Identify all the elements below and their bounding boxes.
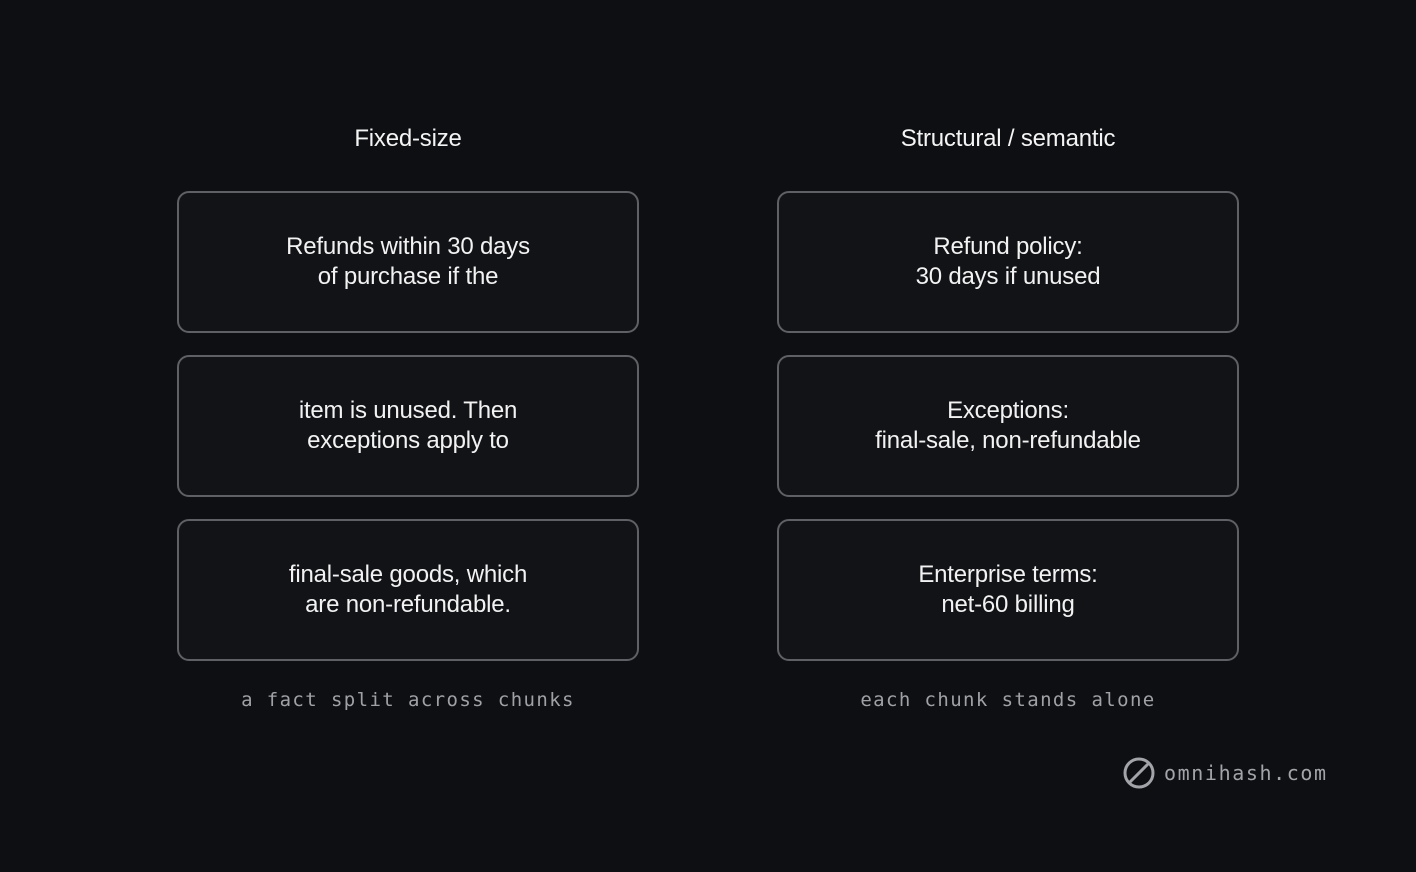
chunk-text: exceptions apply to [307,427,509,454]
chunk-box: item is unused. Then exceptions apply to [177,355,639,497]
chunk-box: Exceptions: final-sale, non-refundable [777,355,1239,497]
chunk-text: net-60 billing [941,591,1075,618]
chunk-text: Refund policy: [933,233,1083,260]
chunk-box: Refund policy: 30 days if unused [777,191,1239,333]
brand-mark: omnihash.com [1122,756,1328,790]
chunk-box: Refunds within 30 days of purchase if th… [177,191,639,333]
brand-text: omnihash.com [1164,761,1328,785]
chunk-text: Enterprise terms: [918,561,1098,588]
chunk-text: Exceptions: [947,397,1069,424]
chunk-text: Refunds within 30 days [286,233,530,260]
column-title: Fixed-size [354,125,462,152]
chunk-text: are non-refundable. [305,591,511,618]
chunk-text: of purchase if the [317,263,499,290]
chunk-box: final-sale goods, which are non-refundab… [177,519,639,661]
chunk-box: Enterprise terms: net-60 billing [777,519,1239,661]
column-caption: a fact split across chunks [241,689,575,711]
chunk-text: 30 days if unused [915,263,1101,290]
column-title: Structural / semantic [900,125,1116,152]
column-caption: each chunk stands alone [860,689,1156,711]
chunk-text: final-sale goods, which [288,561,528,588]
chunk-text: final-sale, non-refundable [875,427,1141,454]
chunk-text: item is unused. Then [298,397,518,424]
slashed-circle-icon [1123,757,1155,789]
